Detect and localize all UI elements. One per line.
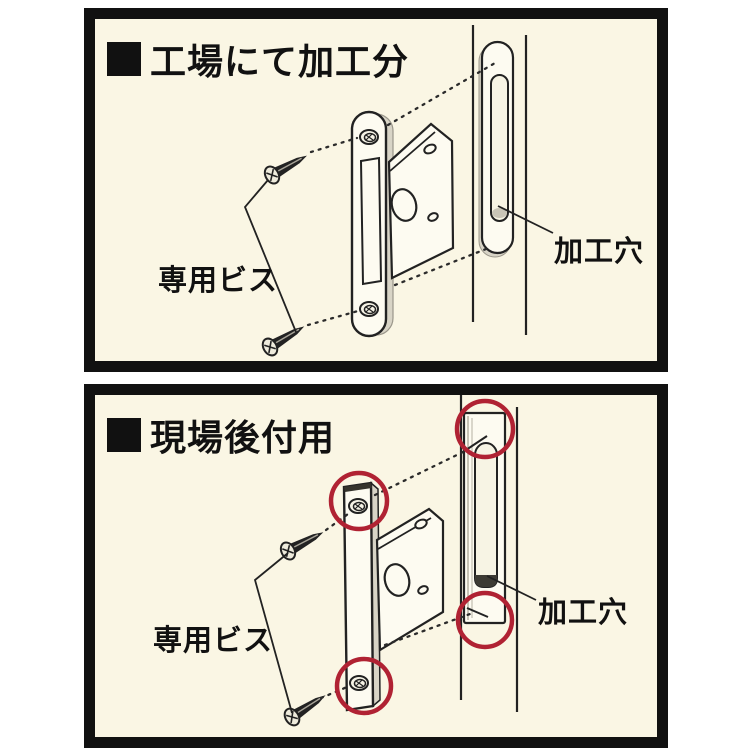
machined-slot [478, 40, 515, 258]
alignment-dashed-lines [319, 449, 472, 700]
panel-title: 工場にて加工分 [107, 33, 409, 85]
title-square-icon [107, 418, 141, 452]
label-machined-hole: 加工穴 [554, 236, 645, 268]
highlight-red-circles [328, 398, 516, 716]
screw-icon [258, 146, 313, 360]
alignment-dashed-lines [306, 61, 497, 327]
faceplate [350, 110, 394, 338]
panel-title: 現場後付用 [107, 409, 335, 461]
leader-lines [243, 179, 554, 333]
pointer-ticks [465, 435, 489, 618]
diagram-factory-illustration [243, 25, 554, 360]
label-screws: 専用ビス [158, 265, 279, 297]
lock-body [387, 122, 455, 280]
panel-factory: 工場にて加工分 [84, 8, 668, 372]
title-square-icon [107, 42, 141, 76]
machined-slot [462, 411, 507, 625]
diagram-onsite-illustration [253, 395, 537, 730]
panel-title-text: 工場にて加工分 [150, 41, 410, 82]
panel-onsite: 現場後付用 [84, 384, 668, 748]
lock-body [375, 507, 445, 652]
faceplate [342, 481, 381, 712]
door-edge-lines [471, 25, 528, 335]
leader-lines [253, 552, 537, 714]
panel-title-text: 現場後付用 [150, 417, 336, 458]
label-machined-hole: 加工穴 [538, 597, 629, 629]
label-screws: 専用ビス [153, 625, 274, 657]
